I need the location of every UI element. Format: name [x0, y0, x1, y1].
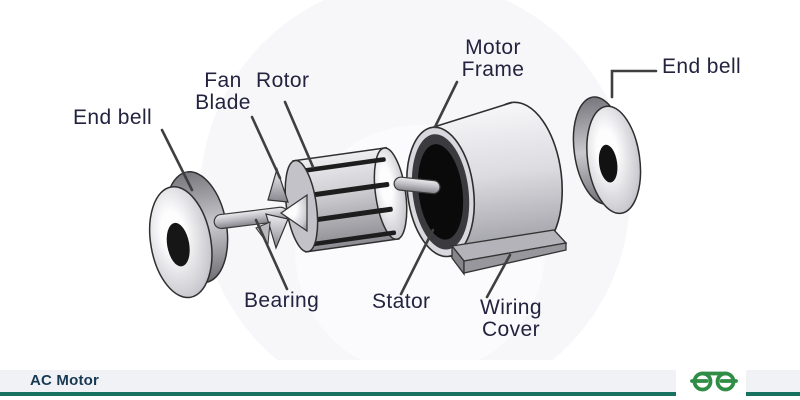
label-stator: Stator: [372, 290, 431, 313]
wiring-cover-part: [450, 229, 568, 276]
label-motor-frame: Motor Frame: [461, 36, 525, 81]
leader-end-bell-right: [610, 69, 658, 99]
footer-accent-line: [0, 392, 800, 396]
label-end-bell-left: End bell: [73, 106, 153, 129]
leader-stator: [399, 228, 435, 296]
leader-motor-frame: [433, 80, 459, 129]
geeksforgeeks-logo-icon: [690, 371, 738, 392]
motor-frame-part: [406, 101, 564, 258]
end-bell-left-part: [148, 171, 229, 299]
label-rotor: Rotor: [256, 69, 310, 92]
leader-fan-blade: [250, 115, 282, 180]
footer-title: AC Motor: [30, 372, 100, 389]
leader-rotor: [283, 100, 315, 169]
leader-wiring-cover: [485, 253, 512, 299]
leader-end-bell-left: [160, 128, 194, 192]
label-bearing: Bearing: [244, 289, 320, 312]
fan-blade-part: [255, 166, 308, 250]
leader-bearing: [254, 218, 289, 291]
label-fan-blade: Fan Blade: [195, 69, 251, 114]
footer-bar: [0, 370, 800, 392]
label-end-bell-right: End bell: [662, 55, 742, 78]
end-bell-right-part: [572, 96, 642, 215]
stator-bore: [417, 144, 464, 240]
motor-parts-illustration: [148, 69, 658, 299]
shaft-stub-part: [393, 176, 441, 195]
label-wiring-cover: Wiring Cover: [480, 296, 542, 341]
